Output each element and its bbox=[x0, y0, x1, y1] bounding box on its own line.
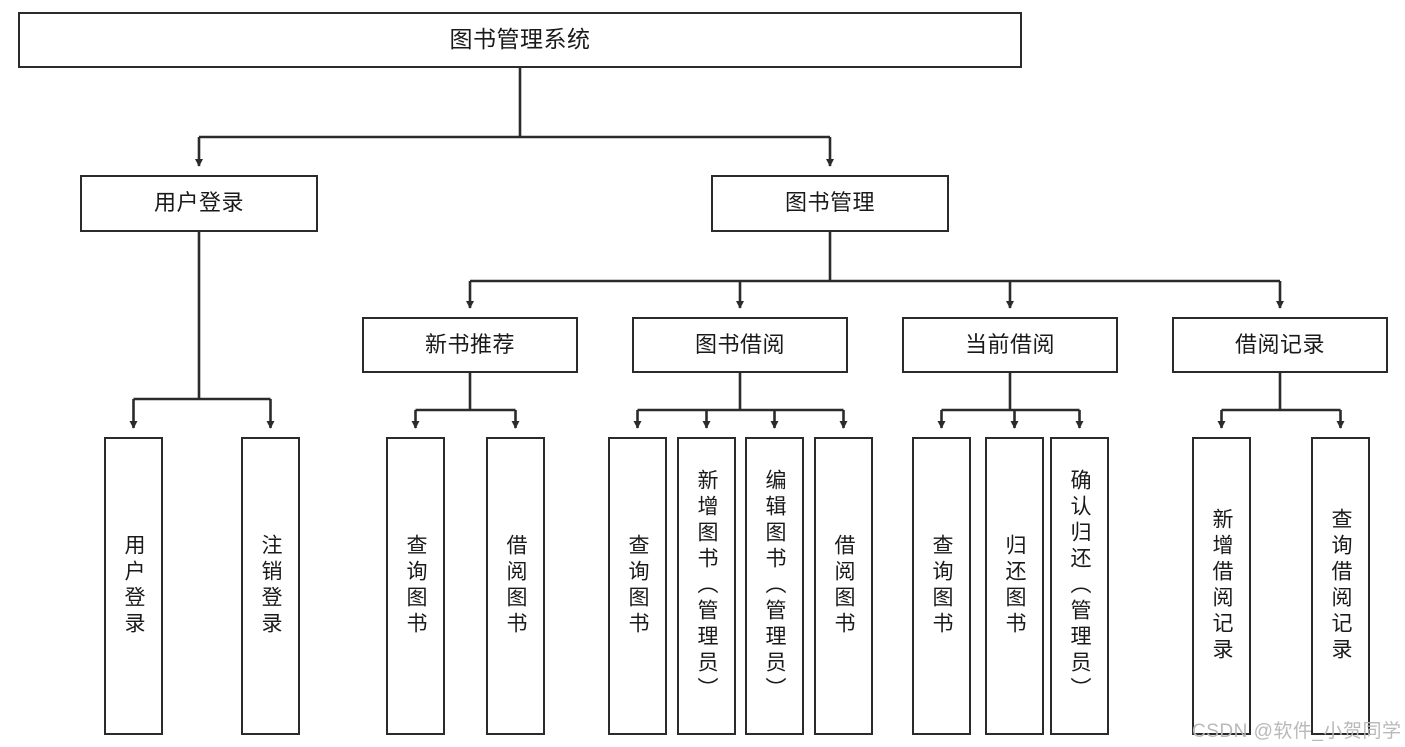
node-label-leaf-bor-edit: 编辑图书（管理员） bbox=[763, 469, 786, 703]
node-bookmgmt[interactable]: 图书管理 bbox=[711, 175, 949, 232]
node-root[interactable]: 图书管理系统 bbox=[18, 12, 1022, 68]
node-label-leaf-cur-confirm: 确认归还（管理员） bbox=[1068, 469, 1091, 703]
node-label-newbooks: 新书推荐 bbox=[424, 331, 515, 357]
node-leaf-cur-query[interactable]: 查询图书 bbox=[912, 437, 971, 735]
node-label-leaf-rec-add: 新增借阅记录 bbox=[1210, 508, 1233, 664]
node-newbooks[interactable]: 新书推荐 bbox=[362, 317, 578, 373]
node-label-leaf-user-login: 用户登录 bbox=[122, 534, 145, 638]
node-leaf-bor-query[interactable]: 查询图书 bbox=[608, 437, 667, 735]
node-label-leaf-user-logout: 注销登录 bbox=[259, 534, 282, 638]
node-label-leaf-new-query: 查询图书 bbox=[404, 534, 427, 638]
node-leaf-user-logout[interactable]: 注销登录 bbox=[241, 437, 300, 735]
node-label-borrow: 图书借阅 bbox=[694, 331, 785, 357]
node-login[interactable]: 用户登录 bbox=[80, 175, 318, 232]
node-label-records: 借阅记录 bbox=[1234, 331, 1325, 357]
node-leaf-cur-return[interactable]: 归还图书 bbox=[985, 437, 1044, 735]
node-label-leaf-rec-query: 查询借阅记录 bbox=[1329, 508, 1352, 664]
node-leaf-user-login[interactable]: 用户登录 bbox=[104, 437, 163, 735]
node-borrow[interactable]: 图书借阅 bbox=[632, 317, 848, 373]
node-label-login: 用户登录 bbox=[153, 190, 244, 216]
node-leaf-bor-add[interactable]: 新增图书（管理员） bbox=[677, 437, 736, 735]
node-leaf-bor-borrow[interactable]: 借阅图书 bbox=[814, 437, 873, 735]
node-leaf-rec-add[interactable]: 新增借阅记录 bbox=[1192, 437, 1251, 735]
node-leaf-new-borrow[interactable]: 借阅图书 bbox=[486, 437, 545, 735]
node-label-root: 图书管理系统 bbox=[449, 26, 591, 53]
node-label-leaf-new-borrow: 借阅图书 bbox=[504, 534, 527, 638]
node-records[interactable]: 借阅记录 bbox=[1172, 317, 1388, 373]
node-label-bookmgmt: 图书管理 bbox=[784, 190, 875, 216]
node-label-leaf-bor-borrow: 借阅图书 bbox=[832, 534, 855, 638]
edge-paths bbox=[129, 68, 1345, 429]
node-label-leaf-cur-query: 查询图书 bbox=[930, 534, 953, 638]
node-current[interactable]: 当前借阅 bbox=[902, 317, 1118, 373]
node-label-leaf-cur-return: 归还图书 bbox=[1003, 534, 1026, 638]
node-leaf-bor-edit[interactable]: 编辑图书（管理员） bbox=[745, 437, 804, 735]
node-leaf-cur-confirm[interactable]: 确认归还（管理员） bbox=[1050, 437, 1109, 735]
node-leaf-rec-query[interactable]: 查询借阅记录 bbox=[1311, 437, 1370, 735]
node-label-current: 当前借阅 bbox=[964, 331, 1055, 357]
node-label-leaf-bor-add: 新增图书（管理员） bbox=[695, 469, 718, 703]
node-label-leaf-bor-query: 查询图书 bbox=[626, 534, 649, 638]
node-leaf-new-query[interactable]: 查询图书 bbox=[386, 437, 445, 735]
csdn-watermark: CSDN @软件_小贺同学 bbox=[1192, 721, 1402, 742]
